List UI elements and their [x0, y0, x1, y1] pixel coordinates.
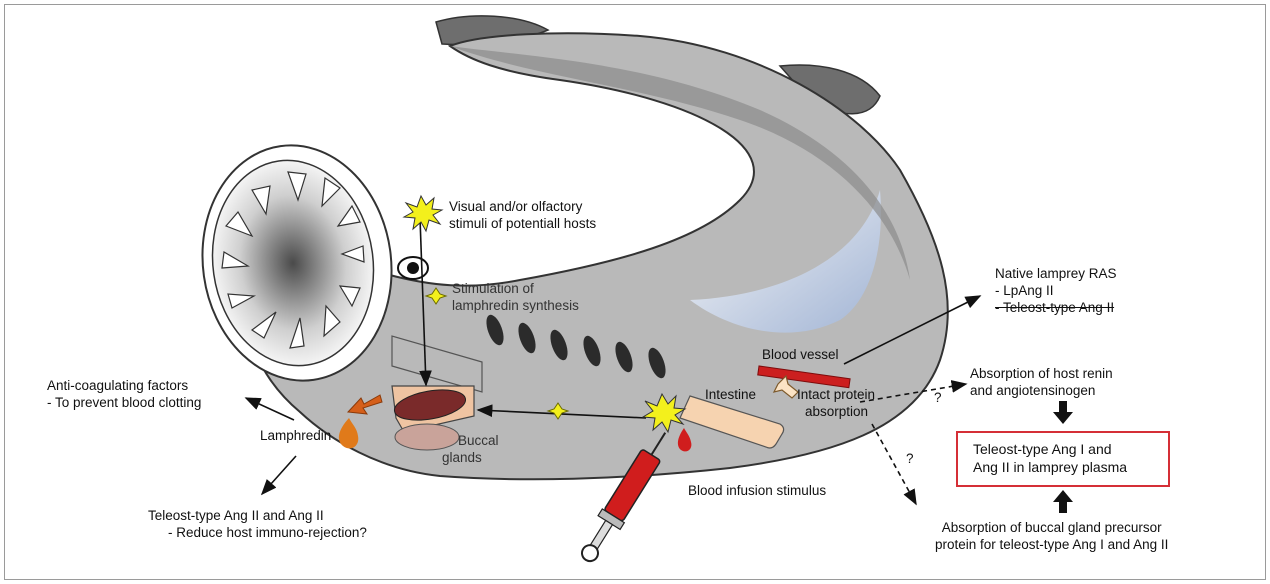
native-ras-label: Native lamprey RAS - LpAng II - Teleost-…: [995, 265, 1117, 316]
teleost-ang-label: Teleost-type Ang II and Ang II - Reduce …: [148, 507, 367, 541]
buccal-glands-label: Buccal glands: [440, 432, 499, 466]
starburst-icon: [404, 196, 442, 231]
down-arrow: [1053, 401, 1073, 424]
question-mark-upper: ?: [934, 389, 942, 406]
anti-coag-label: Anti-coagulating factors - To prevent bl…: [47, 377, 201, 411]
intestine-label: Intestine: [705, 386, 756, 403]
plasma-box: Teleost-type Ang I and Ang II in lamprey…: [956, 431, 1170, 487]
lamphredin-label: Lamphredin: [260, 427, 331, 444]
blood-infusion-label: Blood infusion stimulus: [688, 482, 826, 499]
blood-vessel-label: Blood vessel: [762, 346, 839, 363]
visual-stimuli-label: Visual and/or olfactory stimuli of poten…: [449, 198, 596, 232]
absorption-host-label: Absorption of host renin and angiotensin…: [970, 365, 1113, 399]
absorption-buccal-label: Absorption of buccal gland precursor pro…: [935, 519, 1168, 553]
up-arrow: [1053, 490, 1073, 513]
intact-protein-label: Intact protein absorption: [797, 386, 875, 420]
stimulation-label: Stimulation of lamphredin synthesis: [452, 280, 579, 314]
question-mark-lower: ?: [906, 450, 914, 467]
